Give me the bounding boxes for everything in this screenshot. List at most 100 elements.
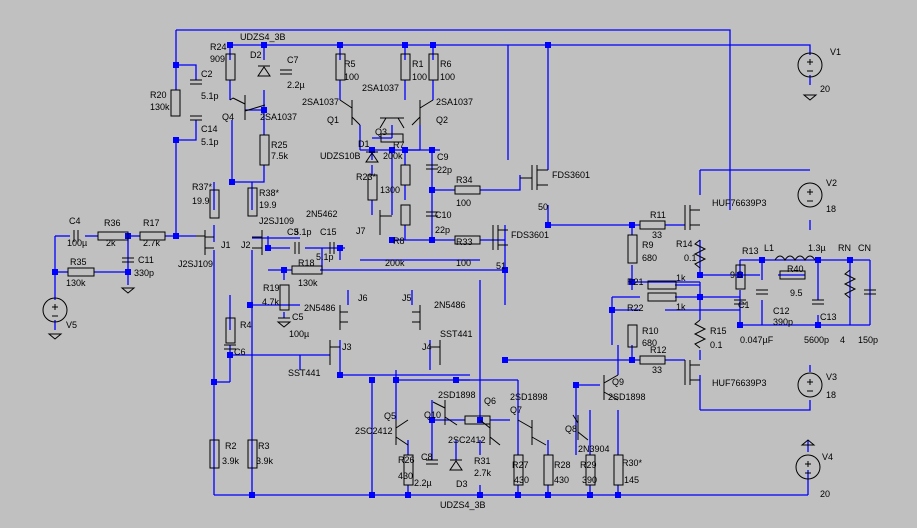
label-r11: R11: [650, 210, 666, 220]
label-cn: CN: [858, 243, 871, 253]
capacitor-c1: [734, 299, 746, 305]
label-c6: C6: [234, 347, 246, 357]
value-r33: 100: [456, 258, 471, 268]
value-q1: 2SA1037: [302, 97, 339, 107]
value-c7: 2.2µ: [287, 80, 305, 90]
label-r9: R9: [642, 240, 654, 250]
voltage-source-v2[interactable]: V2 18: [797, 178, 837, 214]
resistor-r22: [647, 292, 677, 302]
value-j1: J2SJ109: [178, 259, 213, 269]
voltage-source-v5[interactable]: V5: [42, 297, 77, 340]
value-q6: 2SD1898: [438, 390, 476, 400]
value-j2: J2SJ109: [259, 216, 294, 226]
transistor-q8: [572, 414, 589, 441]
capacitors: [73, 69, 876, 465]
label-r10: R10: [642, 326, 659, 336]
value-c13: 5600p: [804, 335, 829, 345]
label-r36: R36: [104, 218, 121, 228]
value-d2: UDZS4_3B: [240, 32, 286, 42]
transistor-q5: [395, 419, 409, 446]
label-r25: R25: [271, 140, 288, 150]
value-q3: 2SA1037: [362, 83, 399, 93]
value-r13: 9.5: [730, 270, 743, 280]
label-r2: R2: [225, 441, 237, 451]
transistor-q9: [603, 374, 619, 401]
resistor-r4: [225, 317, 236, 344]
label-j6: J6: [358, 293, 368, 303]
transistor-q10: [432, 400, 458, 426]
capacitor-c11: [122, 257, 134, 263]
label-r15: R15: [710, 326, 727, 336]
label-50: 50: [538, 202, 548, 212]
label-c14: C14: [201, 124, 218, 134]
value-c2: 5.1p: [201, 91, 219, 101]
value-r25: 7.5k: [271, 151, 289, 161]
resistor-r25: [259, 134, 270, 166]
label-r4: R4: [240, 320, 252, 330]
resistors: [67, 53, 857, 486]
value-q10: 2SC2412: [448, 435, 486, 445]
voltage-source-v1[interactable]: V1 20: [797, 47, 841, 101]
value-r27: 430: [514, 475, 529, 485]
resistor-r3: [247, 439, 258, 469]
value-q9: 2SD1898: [608, 392, 646, 402]
label-r6: R6: [440, 59, 452, 69]
transistor-q7: [517, 419, 547, 446]
resistor-r10: [627, 324, 638, 348]
value-r1: 100: [412, 72, 427, 82]
ground-symbols: [120, 287, 292, 328]
value-q8: 2N3904: [578, 444, 610, 454]
value-r7: 200k: [383, 151, 403, 161]
label-c3: C3: [287, 227, 299, 237]
voltage-source-v3[interactable]: V3 18: [797, 372, 837, 400]
label-q6: Q6: [484, 396, 496, 406]
jfet-j3: [329, 340, 340, 365]
value-r38: 19.9: [259, 200, 277, 210]
label-c7: C7: [287, 55, 299, 65]
value-d1: UDZS10B: [320, 151, 361, 161]
label-j3: J3: [342, 342, 352, 352]
resistor-r26: [403, 454, 414, 486]
diodes: [257, 65, 463, 471]
resistor-r30: [613, 454, 624, 486]
value-c14: 5.1p: [201, 137, 219, 147]
label-q8: Q8: [565, 424, 577, 434]
resistor-r13: [735, 264, 746, 290]
component-labels: R24 909 UDZS4_3B D2 C7 2.2µ R5 100 R1 10…: [66, 32, 878, 510]
resistor-r9: [627, 234, 638, 264]
value-c4: 100µ: [67, 238, 87, 248]
label-r5: R5: [344, 59, 356, 69]
label-r34: R34: [456, 175, 473, 185]
capacitor-c8: [426, 459, 438, 465]
label-r20: R20: [150, 90, 167, 100]
jfet-j4: [430, 340, 441, 365]
label-r30: R30*: [622, 458, 643, 468]
value-j4: SST441: [440, 329, 473, 339]
value-r31: 2.7k: [474, 468, 492, 478]
value-r24: 909: [210, 54, 225, 64]
label-q1: Q1: [327, 115, 339, 125]
resistor-r29: [585, 454, 596, 486]
resistor-r2: [209, 439, 220, 469]
label-c12: C12: [773, 306, 790, 316]
resistor-r17: [139, 231, 166, 241]
resistor-r-q3: [380, 133, 404, 143]
resistor-r7: [400, 164, 411, 186]
capacitor-c10: [426, 211, 438, 217]
label-c5: C5: [292, 312, 304, 322]
resistor-r1: [400, 53, 411, 81]
label-r40: R40: [787, 264, 804, 274]
voltage-source-v4[interactable]: V4 20: [795, 439, 833, 499]
capacitor-c9: [426, 164, 438, 170]
label-q5: Q5: [384, 411, 396, 421]
jfet-j1: [196, 230, 214, 255]
value-r40: 9.5: [790, 288, 803, 298]
value-j3: SST441: [288, 368, 321, 378]
transistor-q6: [479, 419, 501, 446]
label-c1: C1: [738, 300, 750, 310]
resistor-r35: [67, 267, 95, 277]
label-r33: R33: [456, 237, 473, 247]
label-huf-1: HUF76639P3: [712, 198, 767, 208]
label-q10: Q10: [424, 410, 441, 420]
